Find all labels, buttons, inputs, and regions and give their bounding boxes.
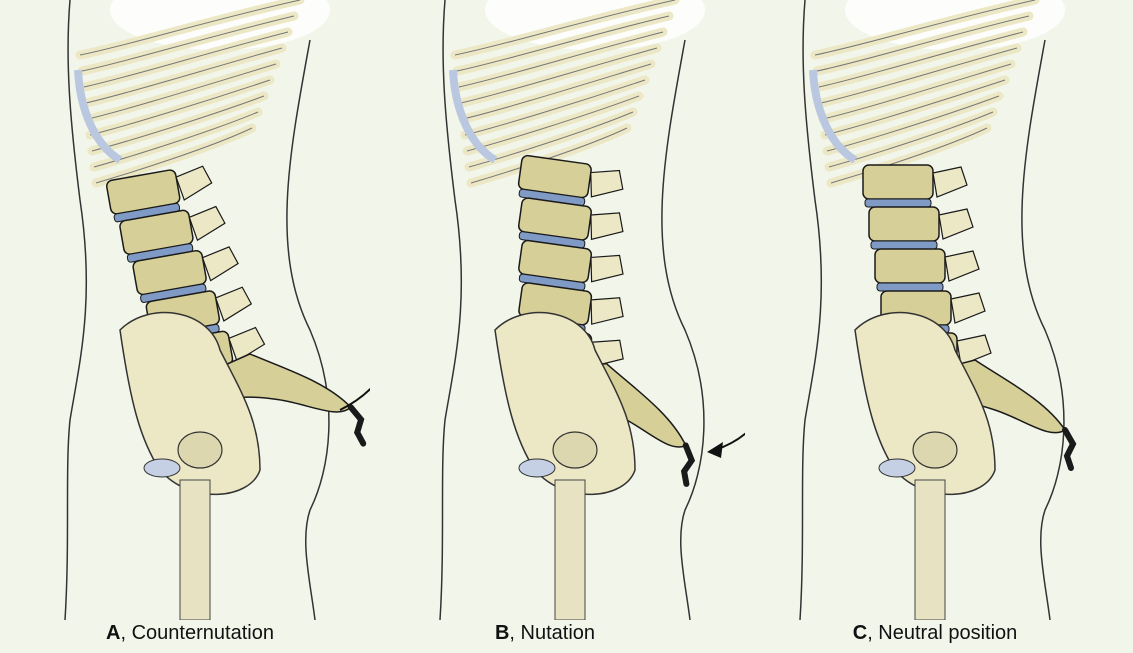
vertebra	[869, 207, 939, 241]
skeleton-a	[10, 0, 370, 620]
rotation-arrow	[340, 330, 370, 410]
body-outline-front	[662, 40, 704, 620]
femur	[915, 480, 945, 620]
caption-c-letter: C	[853, 622, 867, 644]
caption-c: C, Neutral position	[755, 622, 1115, 645]
intervertebral-disc	[871, 241, 937, 249]
spinous-process	[587, 167, 625, 201]
caption-b-text: , Nutation	[509, 622, 595, 644]
caption-a-letter: A	[106, 622, 120, 644]
body-outline-front	[287, 40, 329, 620]
pubic-symphysis	[144, 459, 180, 477]
spinous-process	[588, 251, 626, 285]
panel-b	[385, 0, 745, 620]
intervertebral-disc	[865, 199, 931, 207]
caption-a: A, Counternutation	[10, 622, 370, 645]
obturator-foramen	[178, 432, 222, 468]
coccyx	[680, 445, 693, 484]
body-outline-front	[1022, 40, 1064, 620]
femur	[180, 480, 210, 620]
spinous-process	[588, 209, 626, 243]
spinous-process	[951, 293, 985, 323]
spinous-process	[933, 167, 967, 197]
spinous-process	[588, 294, 626, 328]
vertebra	[863, 165, 933, 199]
intervertebral-disc	[877, 283, 943, 291]
vertebra	[875, 249, 945, 283]
caption-b: B, Nutation	[365, 622, 725, 645]
rotation-arrow	[715, 385, 745, 450]
pubic-symphysis	[879, 459, 915, 477]
skeleton-c	[745, 0, 1105, 620]
obturator-foramen	[913, 432, 957, 468]
panel-a	[10, 0, 370, 620]
coccyx	[351, 406, 365, 445]
spinous-process	[945, 251, 979, 281]
panel-c	[745, 0, 1105, 620]
skeleton-b	[385, 0, 745, 620]
ilium	[495, 313, 635, 495]
spinous-process	[939, 209, 973, 239]
coccyx	[1065, 430, 1073, 468]
arrow-head	[707, 442, 723, 458]
femur	[555, 480, 585, 620]
spinous-process	[201, 246, 240, 281]
spinous-process	[215, 286, 254, 321]
caption-c-text: , Neutral position	[867, 622, 1017, 644]
pubic-symphysis	[519, 459, 555, 477]
caption-a-text: , Counternutation	[121, 622, 274, 644]
obturator-foramen	[553, 432, 597, 468]
caption-b-letter: B	[495, 622, 509, 644]
spinous-process	[175, 165, 214, 200]
spinous-process	[188, 206, 227, 241]
